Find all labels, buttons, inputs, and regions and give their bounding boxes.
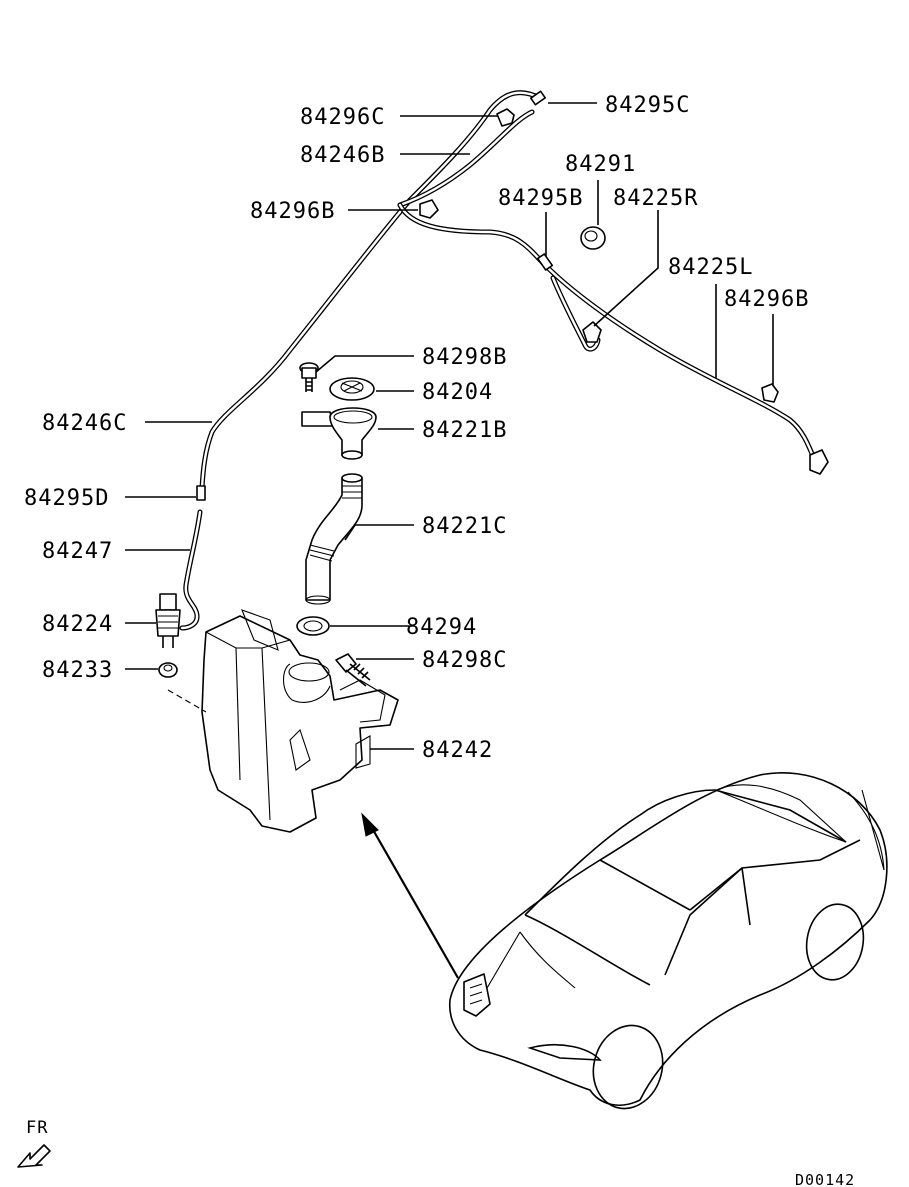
label-84291: 84291 [565, 152, 636, 177]
clip-84296B-right [761, 383, 779, 403]
clip-84296C [496, 108, 515, 127]
label-84233: 84233 [42, 658, 113, 683]
washer-hose-main [179, 90, 543, 631]
label-84225R: 84225R [613, 186, 698, 211]
label-84242: 84242 [422, 738, 493, 763]
nozzle-84225L [809, 449, 829, 475]
label-84221B: 84221B [422, 418, 507, 443]
label-84295B: 84295B [498, 186, 583, 211]
grommet-84233 [158, 662, 178, 678]
label-84246B: 84246B [300, 143, 385, 168]
grommet-84291 [580, 226, 606, 250]
pump-84224 [155, 593, 181, 648]
label-84298C: 84298C [422, 648, 507, 673]
bolt-84298C [335, 653, 371, 687]
label-84224: 84224 [42, 612, 113, 637]
label-84247: 84247 [42, 539, 113, 564]
bolt-84298B [299, 362, 319, 392]
label-84296B-top: 84296B [250, 199, 335, 224]
label-84294: 84294 [406, 615, 477, 640]
clip-84296B-top [419, 199, 439, 219]
front-arrow-icon [17, 1144, 51, 1168]
leader-lines [125, 102, 774, 750]
filler-pipe-84221C [305, 473, 363, 605]
front-direction-indicator: FR [17, 1118, 51, 1168]
label-84204: 84204 [422, 380, 493, 405]
label-84296B-right: 84296B [724, 287, 809, 312]
vehicle-illustration [448, 771, 888, 1110]
label-84295D: 84295D [24, 486, 109, 511]
label-84298B: 84298B [422, 345, 507, 370]
diagram-code: D00142 [795, 1171, 855, 1187]
joint-84295C [529, 90, 547, 106]
cap-84204 [329, 377, 375, 401]
filler-neck-84221B [301, 407, 377, 460]
joint-84295B [536, 253, 554, 271]
label-84225L: 84225L [668, 255, 753, 280]
washer-tank-84242 [167, 609, 399, 833]
label-84296C: 84296C [300, 105, 385, 130]
nozzle-84225R [582, 321, 602, 343]
joint-84295D [196, 485, 206, 501]
front-label: FR [26, 1118, 48, 1138]
washer-hose-right [397, 202, 821, 471]
label-84221C: 84221C [422, 514, 507, 539]
label-84246C: 84246C [42, 411, 127, 436]
seal-84294 [296, 616, 330, 636]
location-arrow [361, 812, 459, 979]
label-84295C: 84295C [605, 93, 690, 118]
